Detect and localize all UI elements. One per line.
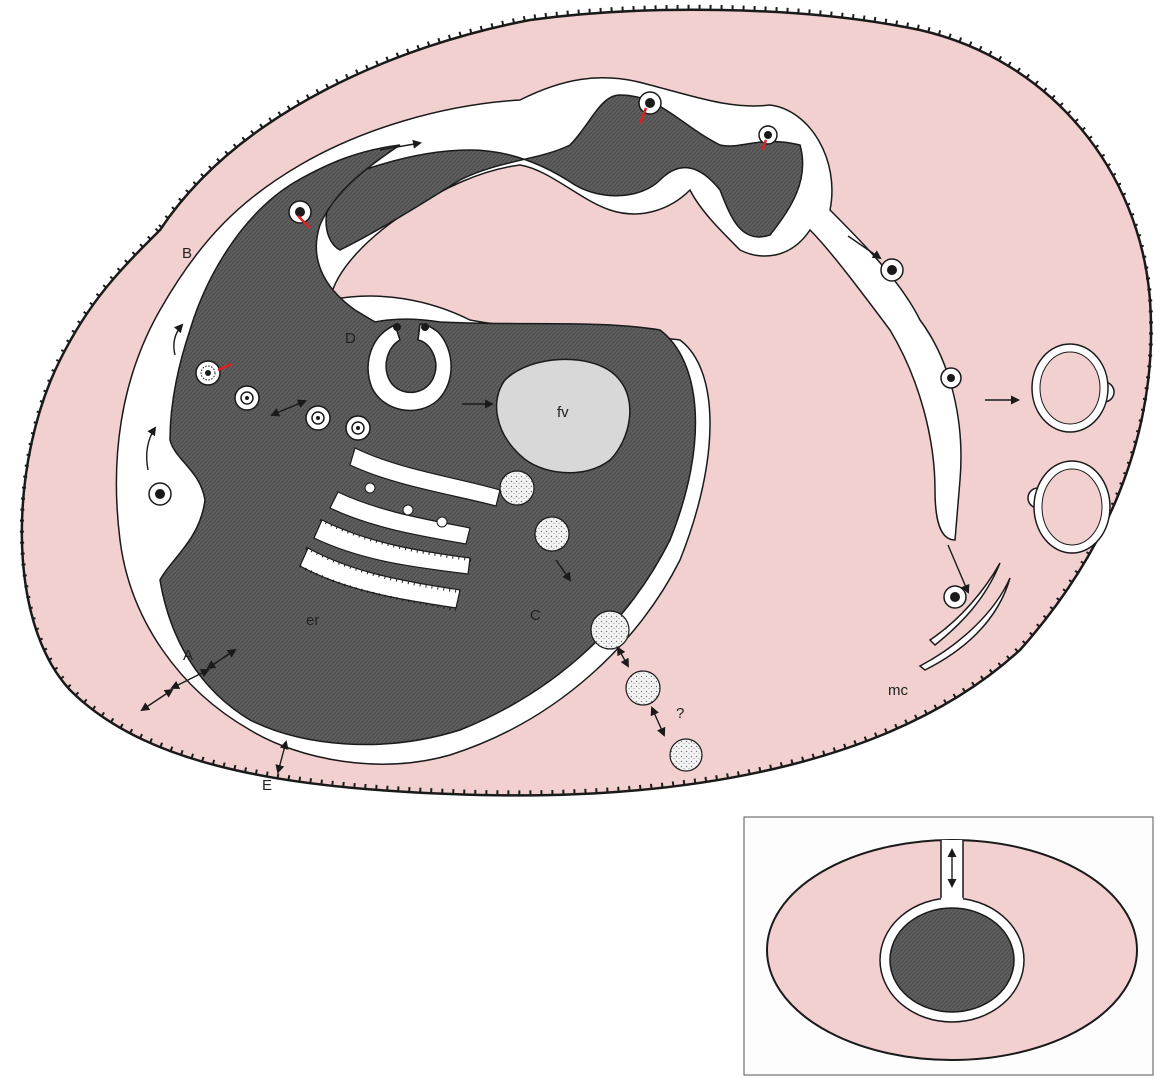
label-b: B bbox=[182, 245, 192, 262]
label-fv: fv bbox=[557, 404, 569, 421]
label-mc: mc bbox=[888, 682, 908, 699]
label-e: E bbox=[262, 777, 272, 794]
inset-panel bbox=[744, 817, 1153, 1075]
cytostome-ring-left bbox=[393, 323, 401, 331]
cytostome-ring-right bbox=[421, 323, 429, 331]
label-c: C bbox=[530, 607, 541, 624]
label-question: ? bbox=[676, 705, 684, 722]
label-a: A bbox=[183, 647, 193, 664]
label-er: er bbox=[306, 612, 319, 629]
label-d: D bbox=[345, 330, 356, 347]
